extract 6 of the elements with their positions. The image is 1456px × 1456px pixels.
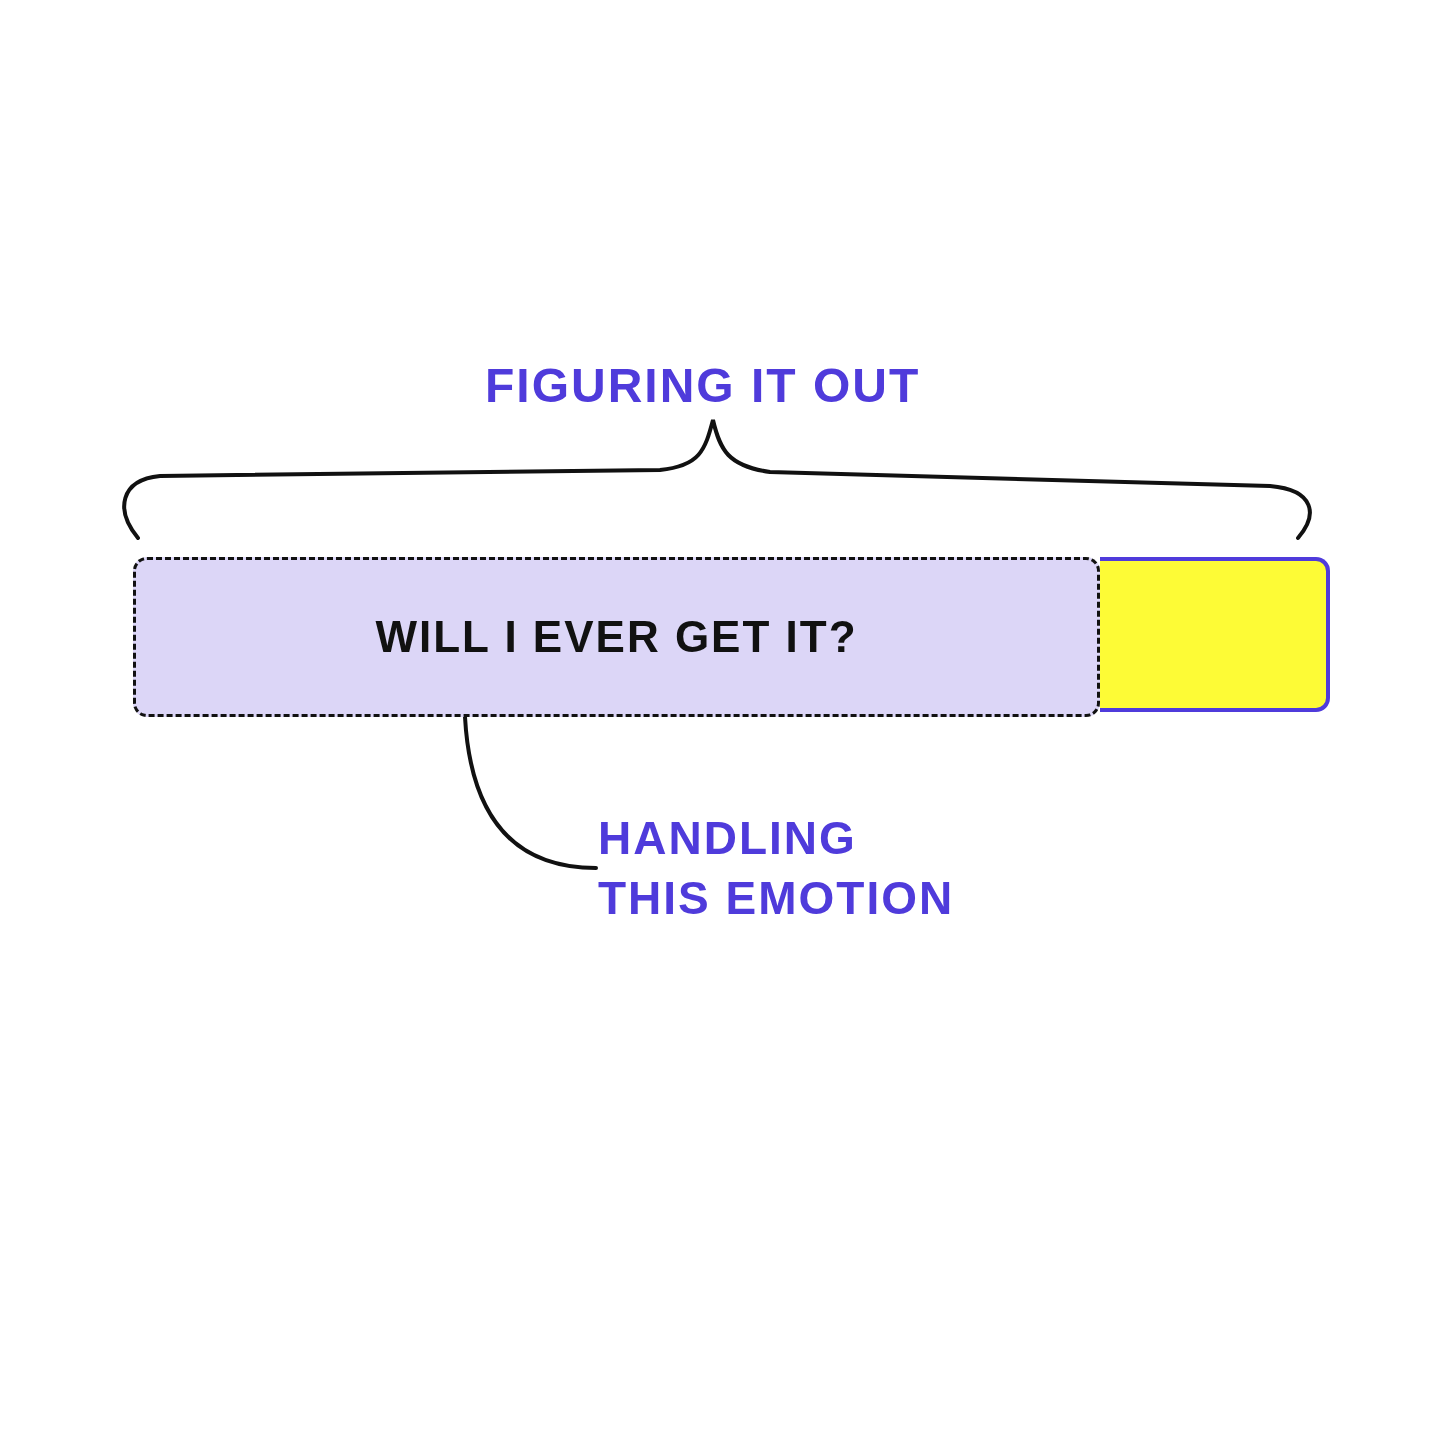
- brace-label: FIGURING IT OUT: [485, 358, 921, 413]
- question-text: WILL I EVER GET IT?: [375, 612, 858, 662]
- callout-text: HANDLING THIS EMOTION: [598, 811, 956, 926]
- leader-line: [463, 715, 598, 870]
- progress-segment: [1100, 557, 1330, 712]
- progress-segment: [133, 557, 1100, 717]
